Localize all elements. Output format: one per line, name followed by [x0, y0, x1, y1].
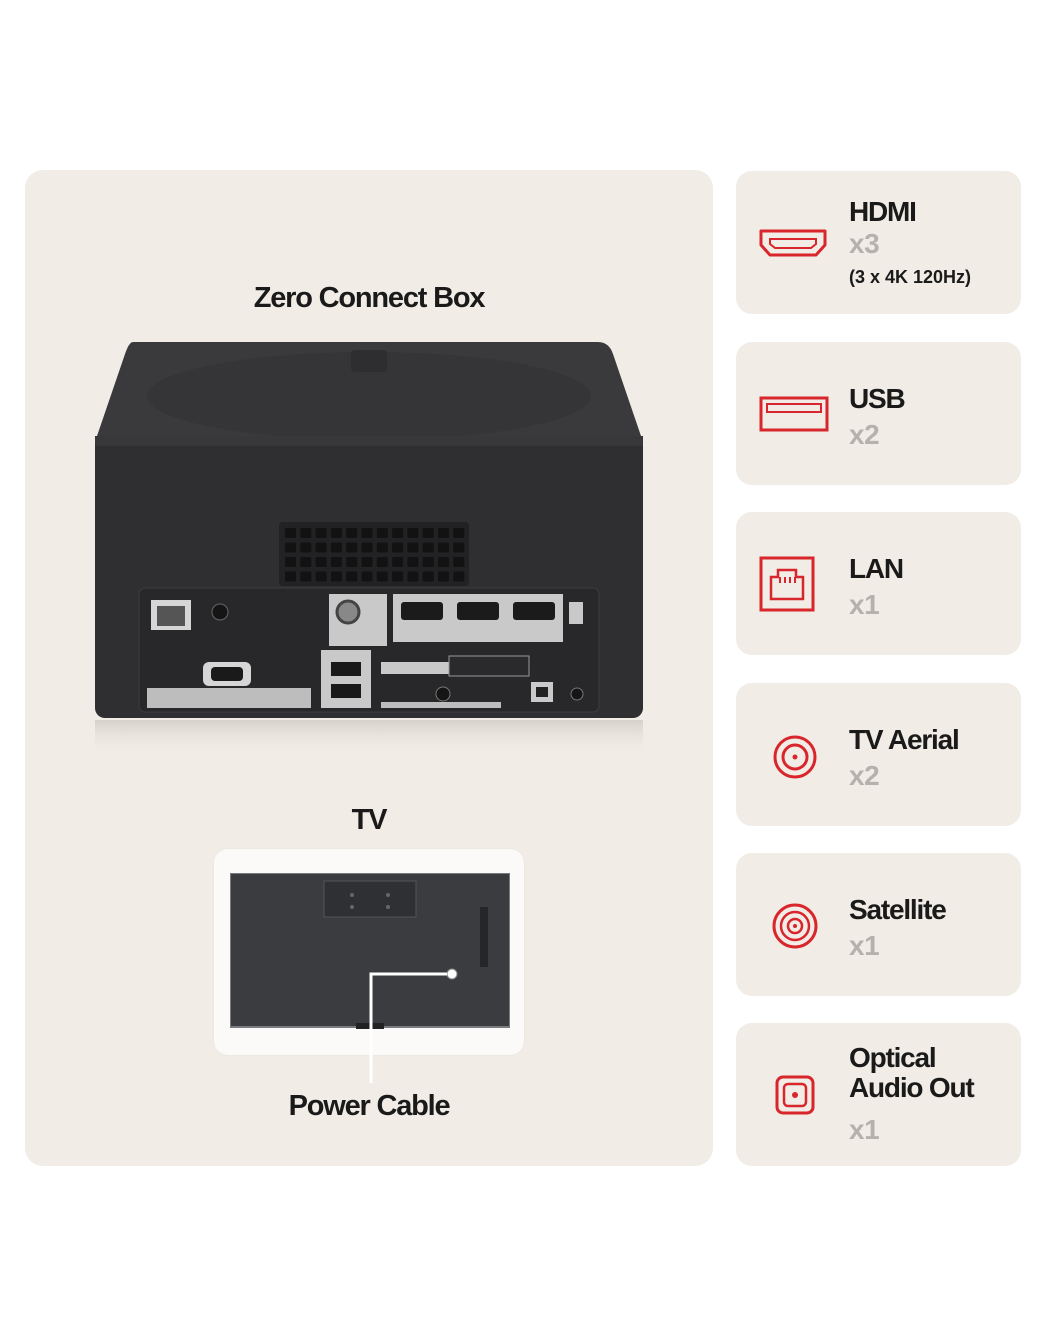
tv-title: TV: [351, 804, 388, 836]
vent-slot: [392, 571, 404, 582]
port-card-satellite: Satellite x1: [736, 853, 1021, 996]
vent-slot: [346, 571, 358, 582]
vent-slot: [438, 557, 449, 567]
vent-slot: [300, 557, 312, 567]
vent-slot: [315, 542, 327, 553]
port-count: x1: [849, 1114, 880, 1145]
vent-slot: [422, 528, 434, 538]
port-card-usb: USB x2: [736, 342, 1021, 485]
vent-slot: [346, 542, 358, 553]
vent-slot: [422, 557, 434, 567]
zero-connect-box-image: [95, 342, 643, 756]
optical-port-icon: [775, 1075, 815, 1115]
port-name: HDMI: [849, 196, 917, 227]
lan-port-icon: [759, 556, 815, 612]
tv-image-frame: [214, 849, 524, 1055]
satellite-port-icon: [772, 903, 818, 949]
port-count: x1: [849, 589, 880, 620]
usb-port-icon: [759, 396, 829, 432]
port-card-optical-audio-out: Optical Audio Out x1: [736, 1023, 1021, 1166]
hdmi-port-icon: [759, 229, 827, 257]
vent-slot: [330, 571, 342, 582]
aerial-port-icon: [773, 735, 817, 779]
vent-slot: [361, 542, 373, 553]
port-name-line2: Audio Out: [849, 1072, 975, 1103]
vent-slot: [376, 528, 388, 538]
vent-slot: [453, 571, 465, 582]
vent-slot: [407, 557, 419, 567]
vent-slot: [361, 571, 373, 582]
vent-slot: [438, 528, 449, 538]
vent-slot: [285, 528, 296, 538]
port-count: x1: [849, 930, 880, 961]
vent-slot: [285, 542, 296, 553]
vent-slot: [315, 571, 327, 582]
vent-slot: [330, 542, 342, 553]
vent-slot: [361, 557, 373, 567]
port-name-line1: Optical: [849, 1042, 937, 1073]
devices-panel: Zero Connect Box: [25, 170, 713, 1166]
vent-slot: [315, 528, 327, 538]
vent-slot: [453, 528, 465, 538]
vent-slot: [422, 542, 434, 553]
vent-slot: [438, 571, 449, 582]
port-note: (3 x 4K 120Hz): [849, 267, 972, 287]
vent-slot: [392, 528, 404, 538]
vent-slot: [376, 542, 388, 553]
port-name: LAN: [849, 553, 904, 584]
port-card-tv-aerial: TV Aerial x2: [736, 683, 1021, 826]
vent-slot: [453, 557, 465, 567]
vent-slot: [346, 528, 358, 538]
vent-slot: [376, 557, 388, 567]
vent-slot: [407, 571, 419, 582]
port-name: USB: [849, 383, 906, 414]
vent-slot: [346, 557, 358, 567]
vent-slot: [315, 557, 327, 567]
vent-slot: [422, 571, 434, 582]
vent-slot: [392, 557, 404, 567]
vent-slot: [330, 528, 342, 538]
zero-connect-box-title: Zero Connect Box: [253, 282, 486, 314]
port-name: Satellite: [849, 894, 947, 925]
vent-slot: [285, 571, 296, 582]
vent-slot: [407, 528, 419, 538]
vent-slot: [361, 528, 373, 538]
vent-slot: [438, 542, 449, 553]
vent-slot: [407, 542, 419, 553]
vent-slot: [285, 557, 296, 567]
vent-slot: [392, 542, 404, 553]
vent-slot: [300, 542, 312, 553]
vent-slot: [300, 528, 312, 538]
power-cable-line: [369, 968, 458, 1083]
port-count: x2: [849, 760, 880, 791]
port-card-lan: LAN x1: [736, 512, 1021, 655]
vent-slot: [300, 571, 312, 582]
vent-slot: [330, 557, 342, 567]
port-count: x3: [849, 228, 880, 259]
power-cable-title: Power Cable: [288, 1090, 451, 1122]
vent-slot: [376, 571, 388, 582]
port-name: TV Aerial: [849, 724, 960, 755]
vent-slot: [453, 542, 465, 553]
port-count: x2: [849, 419, 880, 450]
port-card-hdmi: HDMI x3 (3 x 4K 120Hz): [736, 171, 1021, 314]
